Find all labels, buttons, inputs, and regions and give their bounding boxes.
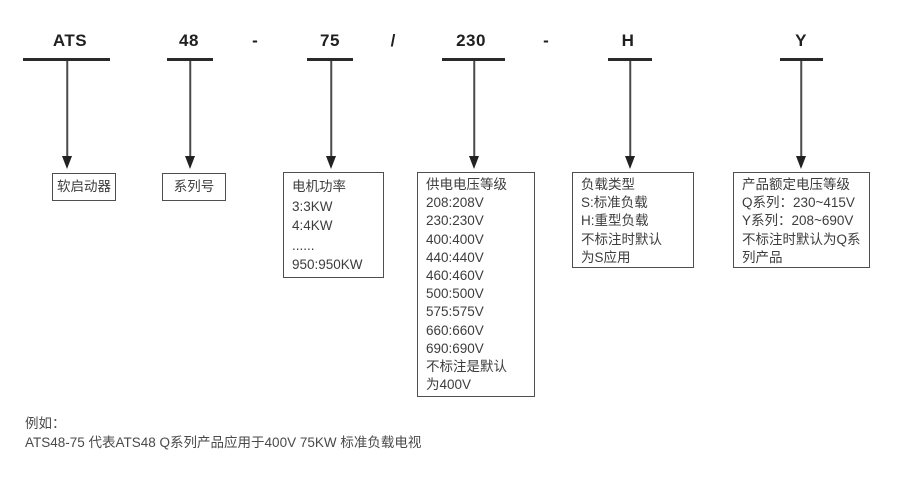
box-line: Y系列：208~690V (742, 213, 854, 229)
code-underline-load (608, 58, 652, 61)
box-line: 4:4KW (292, 218, 333, 234)
box-line: 660:660V (426, 322, 484, 338)
code-underline-series (167, 58, 213, 61)
box-line: S:标准负载 (581, 195, 648, 211)
example-label: 例如： (25, 416, 66, 431)
box-line: 575:575V (426, 304, 484, 320)
legend-box-rated-voltage-series: 产品额定电压等级 Q系列：230~415V Y系列：208~690V 不标注时默认为Q… (733, 172, 870, 268)
box-line: 列产品 (742, 249, 783, 265)
arrow-line-ats (66, 61, 68, 157)
box-line: 208:208V (426, 195, 484, 211)
box-line: 电机功率 (292, 179, 346, 194)
legend-box-load-type: 负载类型 S:标准负载 H:重型负载不标注时默认为S应用 (572, 172, 694, 268)
box-line: 为S应用 (581, 249, 631, 265)
box-line: 不标注时默认为Q系 (742, 231, 861, 247)
example-note: 例如： ATS48-75 代表ATS48 Q系列产品应用于400V 75KW 标… (25, 414, 421, 452)
arrow-line-power (330, 61, 332, 157)
code-part-product-series: Y (795, 31, 807, 50)
code-part-voltage: 230 (456, 31, 486, 50)
box-line: ...... (292, 237, 315, 253)
box-line: 产品额定电压等级 (742, 177, 850, 192)
box-line: 400:400V (426, 231, 484, 247)
box-line: 460:460V (426, 268, 484, 284)
code-part-series: 48 (179, 31, 199, 50)
code-separator-dash-1: - (252, 31, 258, 50)
box-line: 950:950KW (292, 257, 363, 273)
box-line: 3:3KW (292, 198, 333, 214)
box-line: 负载类型 (581, 177, 635, 192)
box-line: 软启动器 (57, 178, 111, 194)
code-underline-voltage (442, 58, 505, 61)
code-separator-dash-2: - (543, 31, 549, 50)
arrow-line-series (189, 61, 191, 157)
code-part-load: H (621, 31, 635, 50)
box-line: 为400V (426, 377, 472, 393)
box-line: 供电电压等级 (426, 177, 507, 192)
box-line: 230:230V (426, 213, 484, 229)
code-part-ats: ATS (52, 31, 88, 50)
code-underline-product-series (780, 58, 823, 61)
legend-box-supply-voltage: 供电电压等级 208:208V 230:230V 400:400V 440:440V 46… (417, 172, 535, 397)
legend-box-soft-starter: 软启动器 (52, 173, 116, 201)
box-line: 690:690V (426, 340, 484, 356)
box-line: 440:440V (426, 249, 484, 265)
arrow-down-icon (796, 156, 806, 169)
code-underline-power (307, 58, 353, 61)
arrow-line-load (629, 61, 631, 157)
arrow-down-icon (469, 156, 479, 169)
box-line: 不标注时默认 (581, 231, 662, 247)
box-line: 不标注是默认 (426, 359, 507, 375)
arrow-line-voltage (473, 61, 475, 157)
code-separator-slash: / (390, 31, 396, 50)
box-line: 500:500V (426, 286, 484, 302)
arrow-line-product-series (800, 61, 802, 157)
legend-box-series-number: 系列号 (162, 173, 226, 201)
arrow-down-icon (326, 156, 336, 169)
box-line: Q系列：230~415V (742, 195, 855, 211)
code-underline-ats (23, 58, 110, 61)
example-text: ATS48-75 代表ATS48 Q系列产品应用于400V 75KW 标准负载电… (25, 435, 422, 450)
arrow-down-icon (62, 156, 72, 169)
legend-box-motor-power: 电机功率 3:3KW 4:4KW...... 950:950KW (283, 172, 384, 278)
box-line: 系列号 (173, 178, 215, 194)
box-line: H:重型负载 (581, 213, 649, 229)
arrow-down-icon (625, 156, 635, 169)
arrow-down-icon (185, 156, 195, 169)
code-part-power: 75 (320, 31, 340, 50)
